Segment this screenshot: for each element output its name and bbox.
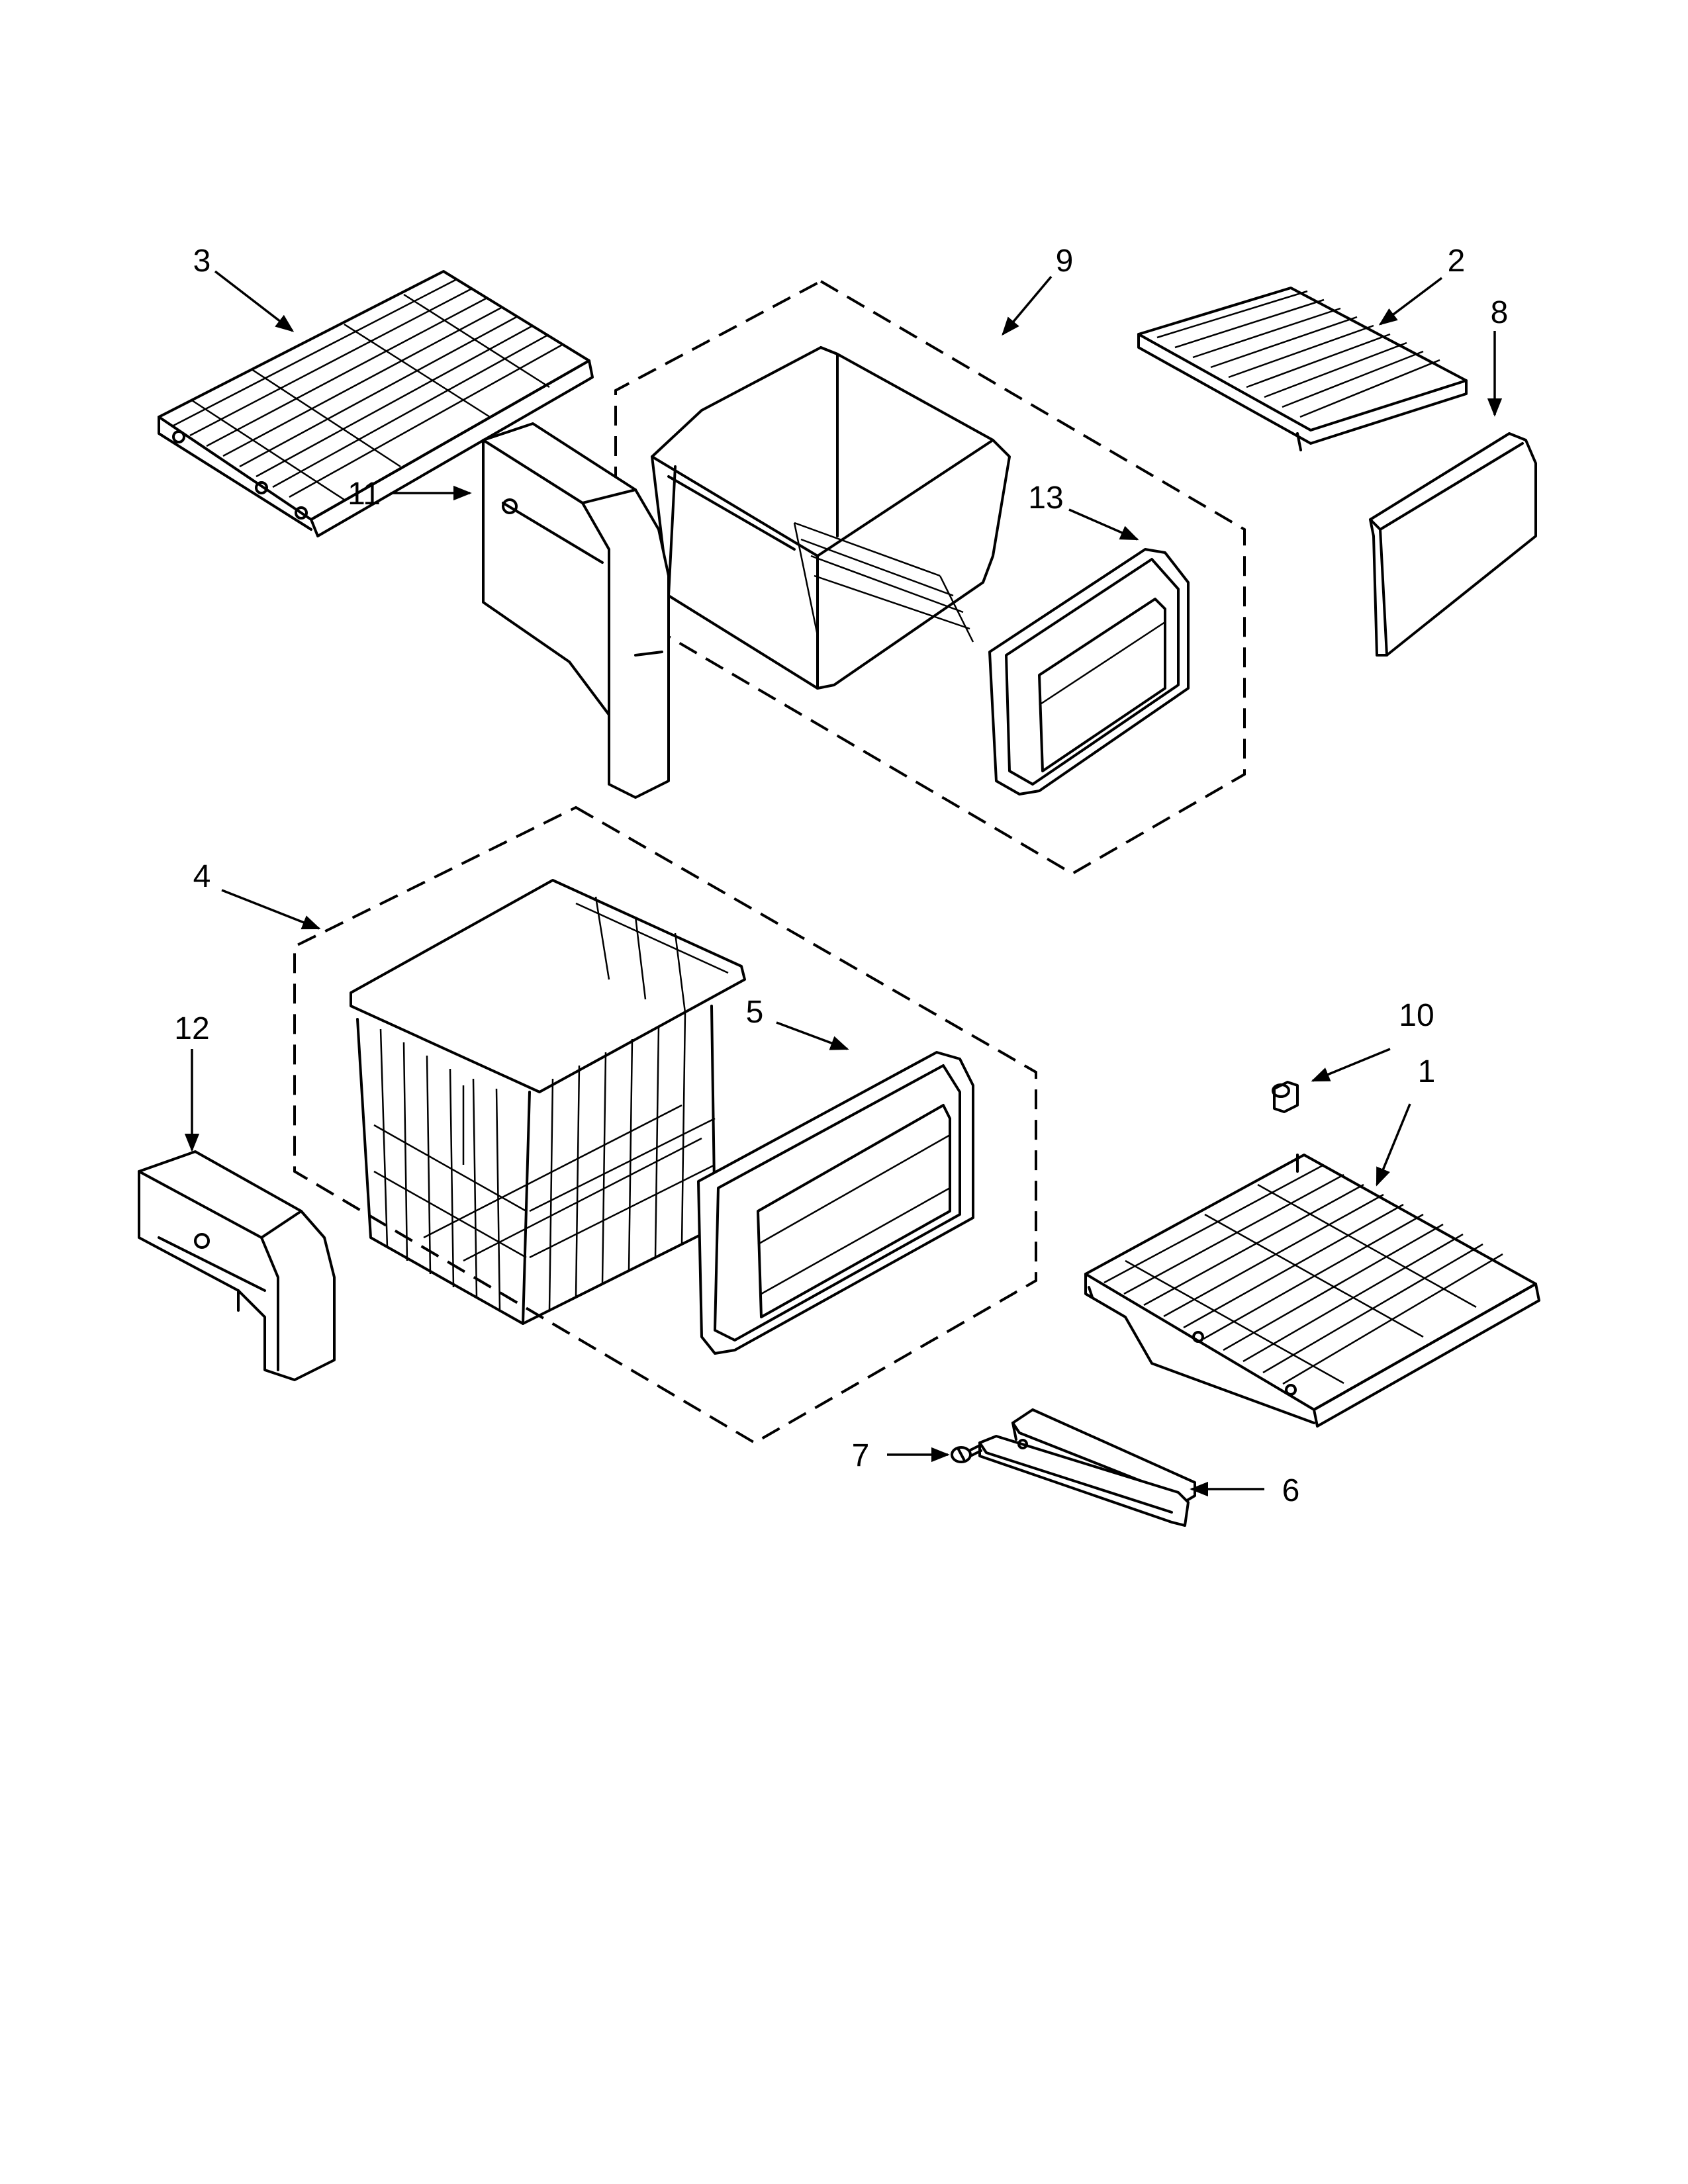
callout-2: 2 (1448, 244, 1466, 279)
wire-shelf-part-1 (1084, 1154, 1540, 1428)
freezer-slide-part-12 (138, 1150, 336, 1381)
callout-13: 13 (1028, 480, 1063, 516)
freezer-drawer-front-part-5 (697, 1051, 974, 1355)
shelf-trim-part-8 (1369, 432, 1537, 657)
callout-12: 12 (174, 1011, 209, 1046)
leader-line-3 (214, 270, 295, 332)
callout-1: 1 (1418, 1054, 1436, 1089)
crisper-bin-part-9 (651, 346, 1011, 690)
glass-shelf-part-2 (1137, 287, 1468, 451)
crisper-slide-part-11 (482, 422, 670, 799)
screw-part-7 (951, 1445, 982, 1463)
shelf-rail-part-6 (978, 1408, 1196, 1527)
callout-10: 10 (1399, 998, 1434, 1033)
group-boundary-9 (614, 279, 1246, 876)
wire-shelf-part-3 (158, 270, 594, 537)
leader-line-9 (1002, 275, 1053, 336)
freezer-basket-part-4 (350, 879, 746, 1325)
callout-6: 6 (1282, 1473, 1300, 1508)
crisper-drawer-front-part-13 (988, 548, 1190, 796)
group-boundary-4 (293, 805, 1037, 1445)
callout-4: 4 (193, 859, 211, 894)
leader-line-10 (1311, 1048, 1391, 1082)
callout-8: 8 (1491, 295, 1509, 330)
leader-line-5 (776, 1021, 849, 1050)
callout-9: 9 (1056, 244, 1074, 279)
leader-line-1 (1376, 1103, 1411, 1187)
leader-line-2 (1378, 277, 1443, 326)
callout-5: 5 (746, 995, 764, 1030)
callout-3: 3 (193, 244, 211, 279)
spacer-part-10 (1272, 1081, 1299, 1113)
leader-line-13 (1068, 508, 1139, 541)
callout-11: 11 (348, 477, 381, 512)
callout-7: 7 (852, 1438, 870, 1473)
leader-line-4 (221, 889, 321, 930)
